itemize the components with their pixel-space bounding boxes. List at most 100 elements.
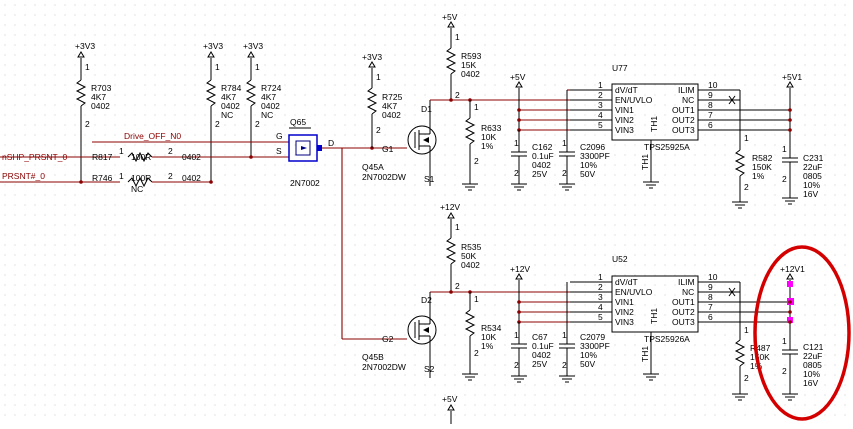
q45a: G1 D1 S1 Q45A 2N7002DW bbox=[362, 100, 437, 186]
svg-text:+3V3: +3V3 bbox=[243, 41, 263, 51]
svg-text:1: 1 bbox=[255, 62, 260, 72]
svg-text:2N7002: 2N7002 bbox=[290, 178, 320, 188]
svg-text:dV/dT: dV/dT bbox=[615, 85, 638, 95]
svg-text:ILIM: ILIM bbox=[678, 277, 695, 287]
svg-text:+3V3: +3V3 bbox=[203, 41, 223, 51]
svg-text:0402: 0402 bbox=[261, 101, 280, 111]
svg-text:+12V: +12V bbox=[510, 264, 530, 274]
net-prsnt: PRSNT#_0 bbox=[2, 171, 45, 181]
svg-text:VIN1: VIN1 bbox=[615, 297, 634, 307]
svg-text:+5V: +5V bbox=[510, 72, 526, 82]
probe-marker-bot bbox=[787, 317, 793, 323]
r784: +3V3 1 2 R784 4K7 0402 NC bbox=[203, 41, 242, 182]
svg-text:6: 6 bbox=[708, 312, 713, 322]
svg-text:EN/UVLO: EN/UVLO bbox=[615, 95, 653, 105]
svg-text:NC: NC bbox=[221, 110, 233, 120]
r534-ref: R534 bbox=[481, 323, 502, 333]
svg-text:4K7: 4K7 bbox=[221, 92, 236, 102]
svg-text:2: 2 bbox=[562, 168, 567, 178]
svg-text:2: 2 bbox=[455, 90, 460, 100]
svg-text:VIN2: VIN2 bbox=[615, 115, 634, 125]
svg-text:VIN1: VIN1 bbox=[615, 105, 634, 115]
svg-text:TH1: TH1 bbox=[649, 116, 659, 132]
svg-text:2: 2 bbox=[744, 373, 749, 383]
svg-text:1: 1 bbox=[455, 32, 460, 42]
c231: +5V1 1 2 C231 22uF 0805 10% 16V bbox=[782, 72, 824, 205]
svg-text:4K7: 4K7 bbox=[382, 101, 397, 111]
svg-text:9: 9 bbox=[708, 282, 713, 292]
svg-text:1: 1 bbox=[455, 222, 460, 232]
svg-text:EN/UVLO: EN/UVLO bbox=[615, 287, 653, 297]
svg-text:+3V3: +3V3 bbox=[362, 52, 382, 62]
c162: 1 2 C162 0.1uF 0402 25V bbox=[511, 130, 554, 191]
svg-text:1: 1 bbox=[474, 294, 479, 304]
svg-text:TPS25925A: TPS25925A bbox=[644, 142, 690, 152]
svg-text:0402: 0402 bbox=[221, 101, 240, 111]
svg-text:50V: 50V bbox=[580, 169, 595, 179]
c67: 1 2 C67 0.1uF 0402 25V bbox=[511, 322, 554, 383]
r535-ref: R535 bbox=[461, 242, 482, 252]
svg-text:25V: 25V bbox=[532, 359, 547, 369]
svg-text:15K: 15K bbox=[461, 60, 476, 70]
r582: 1 2 R582 150K 1% bbox=[732, 90, 773, 209]
svg-text:0.1uF: 0.1uF bbox=[532, 151, 554, 161]
c2096-ref: C2096 bbox=[580, 142, 605, 152]
r817-ref: R817 bbox=[92, 152, 113, 162]
c2079: 1 2 C2079 3300PF 10% 50V bbox=[559, 282, 610, 383]
svg-text:10K: 10K bbox=[481, 332, 496, 342]
svg-text:2: 2 bbox=[562, 360, 567, 370]
r593: +5V 1 2 R593 15K 0402 bbox=[442, 12, 482, 100]
svg-text:1: 1 bbox=[562, 330, 567, 340]
svg-text:0805: 0805 bbox=[803, 360, 822, 370]
svg-text:2N7002DW: 2N7002DW bbox=[362, 172, 406, 182]
highlight-circle bbox=[753, 245, 851, 421]
svg-text:D: D bbox=[328, 138, 334, 148]
svg-text:TH1: TH1 bbox=[640, 154, 650, 170]
svg-text:NC: NC bbox=[261, 110, 273, 120]
svg-text:ILIM: ILIM bbox=[678, 85, 695, 95]
svg-text:10%: 10% bbox=[803, 369, 820, 379]
svg-text:+5V: +5V bbox=[442, 12, 458, 22]
svg-text:2: 2 bbox=[782, 174, 787, 184]
q65: Q65 2N7002 D bbox=[288, 117, 342, 188]
r487-ref: R487 bbox=[750, 343, 771, 353]
svg-text:4K7: 4K7 bbox=[261, 92, 276, 102]
svg-text:1: 1 bbox=[782, 336, 787, 346]
svg-text:2: 2 bbox=[455, 281, 460, 291]
svg-text:5: 5 bbox=[598, 120, 603, 130]
svg-text:+12V: +12V bbox=[440, 202, 460, 212]
svg-text:1: 1 bbox=[514, 330, 519, 340]
svg-text:OUT3: OUT3 bbox=[672, 317, 695, 327]
svg-text:2: 2 bbox=[168, 146, 173, 156]
svg-text:150K: 150K bbox=[750, 352, 770, 362]
c67-ref: C67 bbox=[532, 332, 548, 342]
svg-text:2: 2 bbox=[85, 119, 90, 129]
q65-ref: Q65 bbox=[290, 117, 306, 127]
r582-ref: R582 bbox=[752, 153, 773, 163]
svg-text:1: 1 bbox=[598, 272, 603, 282]
r703-ref: R703 bbox=[91, 83, 112, 93]
svg-text:1%: 1% bbox=[481, 141, 494, 151]
svg-text:S: S bbox=[276, 146, 282, 156]
svg-text:2: 2 bbox=[598, 90, 603, 100]
svg-text:50V: 50V bbox=[580, 359, 595, 369]
svg-text:0402: 0402 bbox=[532, 160, 551, 170]
u77-ref: U77 bbox=[612, 63, 628, 73]
svg-text:0402: 0402 bbox=[461, 69, 480, 79]
svg-text:2: 2 bbox=[376, 125, 381, 135]
svg-text:2: 2 bbox=[514, 360, 519, 370]
svg-text:0402: 0402 bbox=[91, 101, 110, 111]
svg-text:S1: S1 bbox=[424, 174, 435, 184]
svg-text:8: 8 bbox=[708, 292, 713, 302]
svg-text:4: 4 bbox=[598, 302, 603, 312]
svg-text:2: 2 bbox=[215, 119, 220, 129]
rail-5v1: +5V1 bbox=[782, 72, 802, 82]
svg-text:VIN3: VIN3 bbox=[615, 125, 634, 135]
svg-text:2: 2 bbox=[474, 348, 479, 358]
svg-text:NC: NC bbox=[131, 184, 143, 194]
svg-text:TH1: TH1 bbox=[640, 346, 650, 362]
c231-ref: C231 bbox=[803, 153, 824, 163]
r593-ref: R593 bbox=[461, 51, 482, 61]
svg-text:OUT3: OUT3 bbox=[672, 125, 695, 135]
